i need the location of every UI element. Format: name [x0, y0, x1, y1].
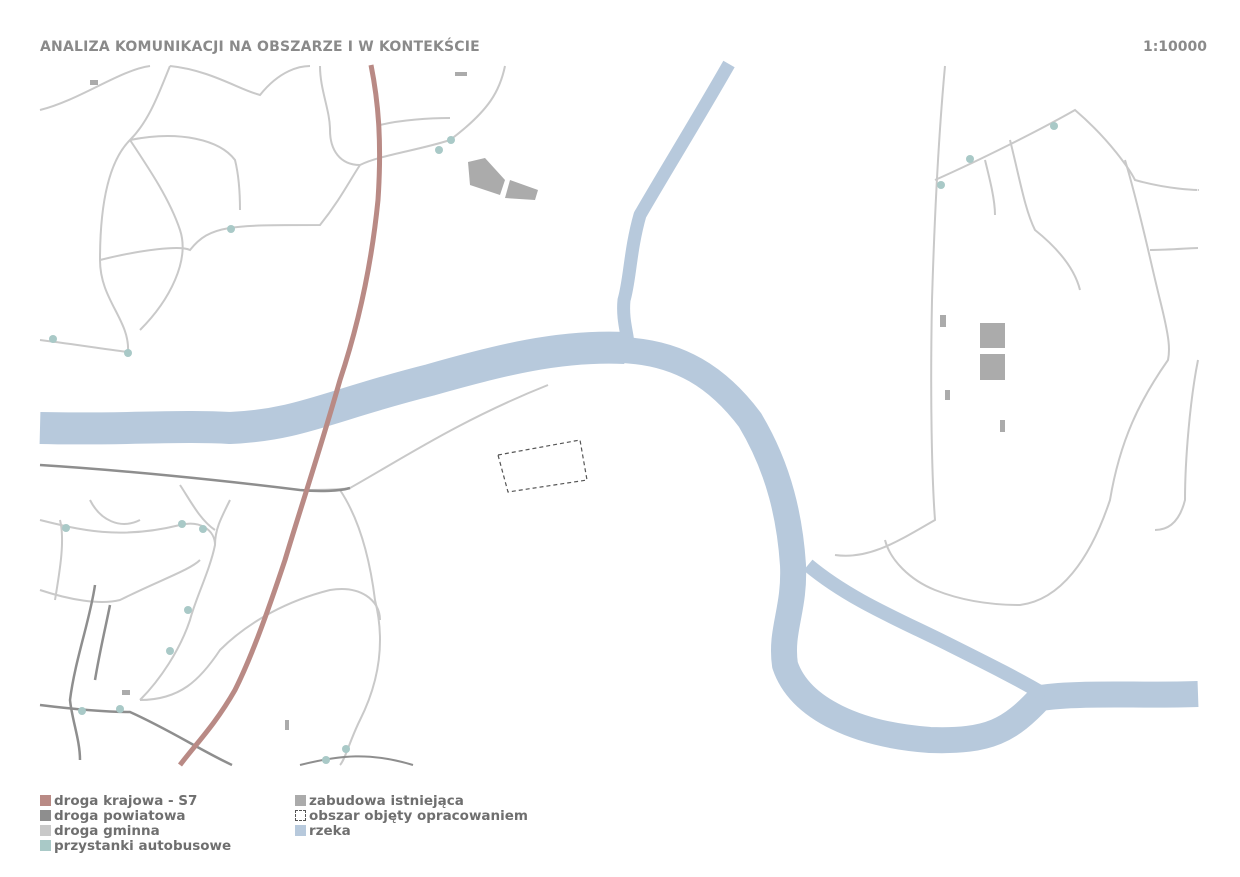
bus-stop — [435, 146, 443, 154]
buildings — [90, 72, 1005, 730]
bus-stop — [966, 155, 974, 163]
legend-swatch — [40, 795, 51, 806]
legend-item-bus-stops: przystanki autobusowe — [40, 837, 232, 854]
bus-stop — [62, 524, 70, 532]
bus-stop — [199, 525, 207, 533]
legend-swatch — [40, 810, 51, 821]
building — [980, 323, 1005, 348]
map-scale: 1:10000 — [1142, 39, 1207, 55]
legend-label: obszar objęty opracowaniem — [309, 807, 528, 824]
building — [505, 180, 538, 200]
legend-label: zabudowa istniejąca — [309, 792, 464, 809]
bus-stop — [166, 647, 174, 655]
legend-right: zabudowa istniejąca obszar objęty opraco… — [295, 792, 528, 839]
legend-label: droga krajowa - S7 — [54, 792, 198, 809]
bus-stop — [124, 349, 132, 357]
legend-item-buildings: zabudowa istniejąca — [295, 792, 528, 809]
legend-item-national-road: droga krajowa - S7 — [40, 792, 231, 809]
building — [1000, 420, 1005, 432]
bus-stop — [322, 756, 330, 764]
bus-stop — [1050, 122, 1058, 130]
bus-stops — [49, 122, 1058, 764]
legend-swatch — [295, 825, 306, 836]
county-roads — [39, 463, 414, 767]
legend-item-river: rzeka — [295, 822, 528, 839]
legend-left: droga krajowa - S7 droga powiatowa droga… — [40, 792, 232, 854]
county-road-south — [39, 703, 233, 767]
legend-label: droga gminna — [54, 822, 160, 839]
legend-item-study-area: obszar objęty opracowaniem — [295, 807, 528, 824]
county-road-main — [39, 463, 351, 493]
bus-stop — [116, 705, 124, 713]
legend-swatch — [40, 825, 51, 836]
building — [285, 720, 289, 730]
bus-stop — [49, 335, 57, 343]
building — [468, 158, 505, 195]
building — [455, 72, 467, 76]
building — [940, 315, 946, 327]
legend-item-county-road: droga powiatowa — [40, 807, 231, 824]
bus-stop — [227, 225, 235, 233]
building — [122, 690, 130, 695]
river-tributary-north — [617, 60, 735, 346]
building — [945, 390, 950, 400]
bus-stop — [937, 181, 945, 189]
legend-label: przystanki autobusowe — [54, 837, 232, 854]
national-road-s7 — [178, 64, 383, 767]
legend-swatch-dashed — [295, 810, 306, 821]
river-side-channel — [803, 559, 1049, 702]
bus-stop — [178, 520, 186, 528]
legend-swatch — [295, 795, 306, 806]
legend-item-local-road: droga gminna — [40, 822, 231, 839]
bus-stop — [78, 707, 86, 715]
building — [980, 354, 1005, 380]
county-road-southwest — [68, 584, 97, 761]
river-main-bend — [614, 337, 1199, 754]
legend-label: rzeka — [309, 822, 351, 839]
map-title: ANALIZA KOMUNIKACJI NA OBSZARZE I W KONT… — [40, 39, 480, 55]
building — [90, 80, 98, 85]
study-area-outline — [497, 439, 588, 493]
legend-swatch — [40, 840, 51, 851]
bus-stop — [447, 136, 455, 144]
bus-stop — [342, 745, 350, 753]
river — [39, 60, 1199, 754]
river-main-west — [39, 331, 626, 445]
bus-stop — [184, 606, 192, 614]
legend-label: droga powiatowa — [54, 807, 186, 824]
